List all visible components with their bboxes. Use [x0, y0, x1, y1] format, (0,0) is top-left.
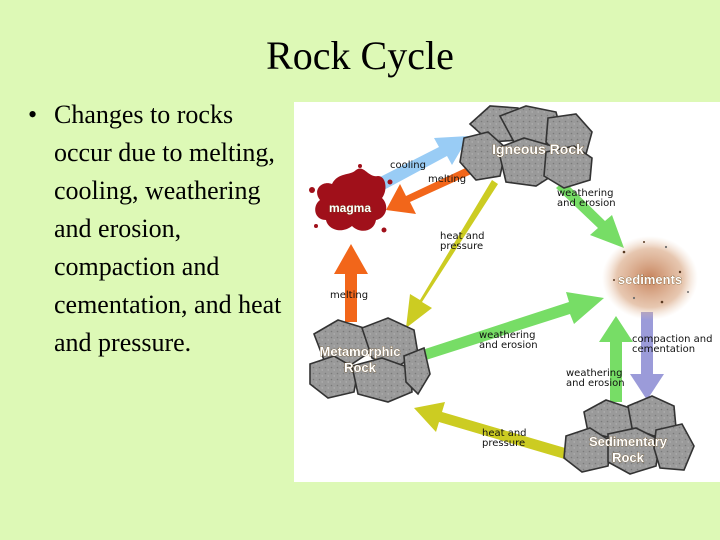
rock-cycle-svg: Igneous Rock magma sediments: [309, 105, 712, 475]
bullet-item: • Changes to rocks occur due to melting,…: [28, 96, 283, 362]
compaction-label-1: compaction and: [632, 334, 712, 345]
sedimentary-label-line1: Sedimentary: [589, 434, 668, 449]
heat-label-mid-1: heat and: [440, 231, 485, 242]
magma-node: magma: [309, 164, 393, 233]
weathering-label-mid-1: weathering: [479, 330, 535, 341]
heat-pressure-arrow-mid: [406, 180, 498, 328]
melting-arrow-left: [334, 244, 368, 322]
sediments-node: sediments: [602, 236, 698, 320]
weathering-arrow-mid: [422, 292, 604, 360]
weathering-label-low-1: weathering: [566, 368, 622, 379]
heat-label-mid-2: pressure: [440, 241, 483, 252]
cooling-label: cooling: [390, 160, 426, 171]
metamorphic-rock-node: Metamorphic Rock: [309, 317, 431, 403]
heat-label-low-1: heat and: [482, 428, 527, 439]
weathering-label-low-2: and erosion: [566, 378, 625, 389]
compaction-arrow: [630, 312, 664, 400]
cooling-arrow: [374, 136, 469, 191]
magma-label: magma: [329, 201, 371, 215]
metamorphic-label-line2: Rock: [344, 360, 377, 375]
melting-label-top: melting: [428, 174, 466, 185]
sedimentary-rock-node: Sedimentary Rock: [563, 395, 695, 475]
igneous-rock-node: Igneous Rock: [459, 105, 593, 189]
weathering-arrow-low: [599, 316, 633, 402]
melting-arrow-top: [386, 164, 478, 214]
sedimentary-label-line2: Rock: [612, 450, 645, 465]
bullet-list: • Changes to rocks occur due to melting,…: [28, 96, 283, 362]
metamorphic-label-line1: Metamorphic: [320, 344, 401, 359]
sediments-label: sediments: [618, 272, 682, 287]
bullet-dot-icon: •: [28, 100, 38, 129]
slide-title: Rock Cycle: [266, 33, 454, 78]
weathering-label-top-1: weathering: [557, 188, 613, 199]
rock-cycle-diagram: Igneous Rock magma sediments: [294, 102, 720, 482]
weathering-label-top-2: and erosion: [557, 198, 616, 209]
bullet-text: Changes to rocks occur due to melting, c…: [54, 100, 282, 357]
melting-label-left: melting: [330, 290, 368, 301]
compaction-label-2: cementation: [632, 344, 695, 355]
heat-pressure-arrow-low: [414, 402, 572, 460]
weathering-label-mid-2: and erosion: [479, 340, 538, 351]
heat-label-low-2: pressure: [482, 438, 525, 449]
weathering-arrow-top: [556, 181, 624, 248]
igneous-rock-label: Igneous Rock: [492, 141, 584, 157]
